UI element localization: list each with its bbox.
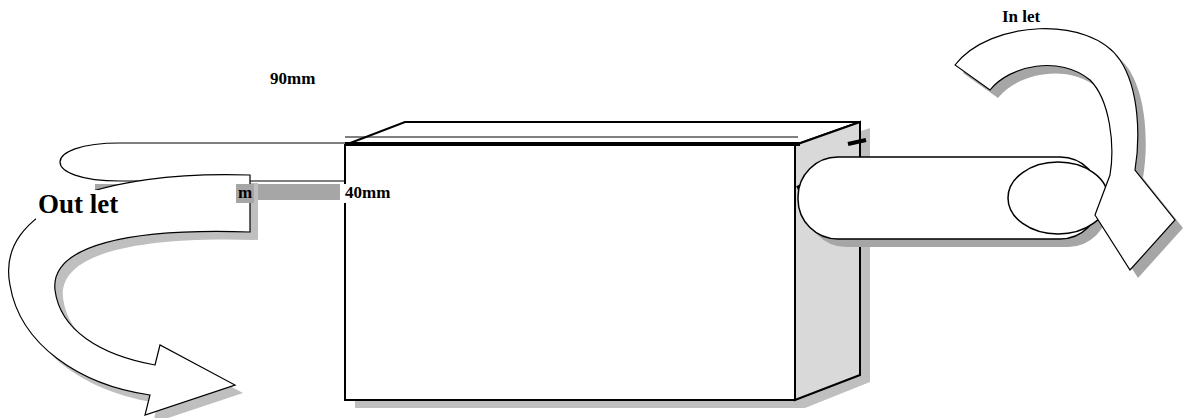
box-front [345, 145, 795, 400]
lid-line [848, 140, 866, 144]
arrow-body [955, 29, 1175, 270]
dimension-fragment: m [236, 184, 254, 203]
flow-label: Out let [36, 190, 120, 220]
pipe-end [1008, 162, 1108, 234]
lid-line [345, 142, 800, 146]
dimension-label: 40mm [343, 184, 392, 203]
lid-line [345, 137, 798, 138]
flow-label: In let [1000, 8, 1042, 27]
arrow-body [9, 175, 250, 415]
inlet-pipe [798, 157, 1108, 247]
outlet-arrow [9, 175, 258, 418]
inlet-arrow [955, 29, 1183, 278]
dimension-label: 90mm [268, 70, 317, 89]
box-top [345, 122, 860, 145]
